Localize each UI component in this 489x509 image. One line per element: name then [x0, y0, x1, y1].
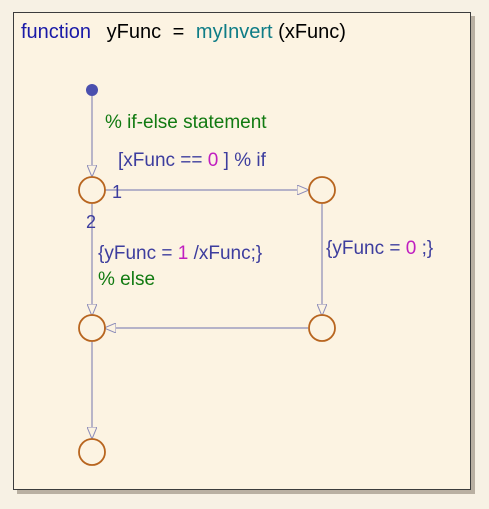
if-condition-open: [xFunc == [118, 150, 208, 171]
comment-else: % else [98, 269, 155, 290]
merge-junction[interactable] [78, 314, 106, 342]
if-condition-value: 0 [208, 150, 219, 171]
priority-2: 2 [86, 212, 96, 232]
if-condition-label[interactable]: [xFunc == 0 ] % if [118, 150, 267, 171]
comment-if-else: % if-else statement [105, 112, 267, 133]
function-keyword: function [21, 21, 91, 43]
if-action-value: 0 [406, 238, 417, 259]
decision-junction[interactable] [78, 176, 106, 204]
priority-1: 1 [112, 182, 122, 202]
if-junction[interactable] [308, 176, 336, 204]
else-action-value: 1 [178, 243, 189, 264]
function-args: (xFunc) [278, 21, 346, 43]
function-output: yFunc [107, 21, 161, 43]
if-action-junction[interactable] [308, 314, 336, 342]
function-signature[interactable]: function yFunc = myInvert (xFunc) [21, 21, 346, 43]
if-action-label[interactable]: {yFunc = 0 ;} [326, 238, 433, 259]
if-action-close: ;} [422, 238, 434, 259]
if-condition-close: ] % if [224, 150, 267, 171]
if-action-open: {yFunc = [326, 238, 406, 259]
else-action-label[interactable]: {yFunc = 1 /xFunc;} [98, 243, 262, 264]
function-name: myInvert [196, 21, 273, 43]
function-equals: = [173, 21, 185, 43]
terminal-junction[interactable] [78, 438, 106, 466]
else-action-open: {yFunc = [98, 243, 178, 264]
default-transition-dot[interactable] [86, 84, 98, 96]
else-action-close: /xFunc;} [194, 243, 263, 264]
